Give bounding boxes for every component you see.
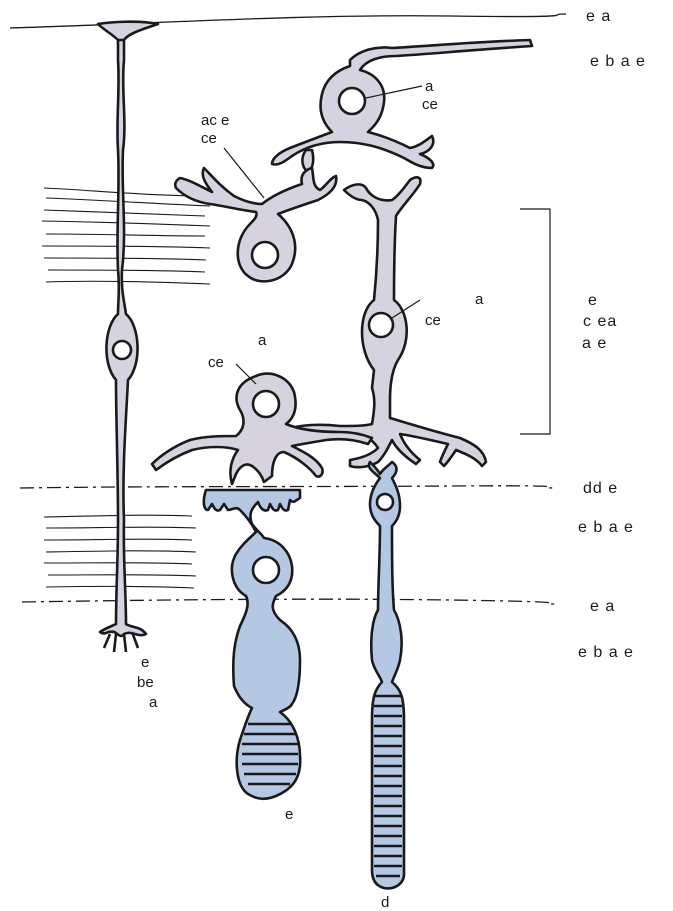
bracket-label-line-1: e xyxy=(588,292,598,309)
layer-label-4: e b a e xyxy=(578,519,634,536)
amacrine-cell-label-2: ce xyxy=(201,130,217,147)
muller-label-2: be xyxy=(137,674,154,691)
layer-label-5: e a xyxy=(590,598,615,615)
bipolar-cell-left-label-2: ce xyxy=(208,354,224,371)
amacrine-cell-label-1: ac e xyxy=(201,112,229,129)
cone-photoreceptor xyxy=(204,490,300,799)
upper-fiber-bundle xyxy=(42,188,210,284)
layer-label-3: dd e xyxy=(583,480,618,497)
layer-label-6: e b a e xyxy=(578,644,634,661)
muller-label-3: a xyxy=(149,694,158,711)
bipolar-cell-left-label-1: a xyxy=(258,332,267,349)
layer-label-1: e a xyxy=(586,8,611,25)
muller-label-1: e xyxy=(141,654,149,671)
cone-disc-stripes xyxy=(242,724,298,784)
top-ganglion-cell xyxy=(272,40,532,172)
cone-label: e xyxy=(285,806,293,823)
muller-cell xyxy=(98,22,158,652)
outer-limiting-line xyxy=(22,599,556,604)
bipolar-cell-right xyxy=(286,177,486,467)
rod-photoreceptor xyxy=(369,462,404,888)
layer-label-2: e b a e xyxy=(590,53,646,70)
bracket-label-line-2: c ea xyxy=(583,313,617,330)
inner-limiting-line xyxy=(10,14,566,28)
rod-label: d xyxy=(381,894,389,911)
top-cell-label-2: ce xyxy=(422,96,438,113)
outer-plexiform-line xyxy=(20,486,556,488)
leader-amacrine-cell xyxy=(224,148,264,198)
layer-bracket xyxy=(520,209,550,434)
top-cell-label-1: a xyxy=(425,78,434,95)
middle-cell-label-2: ce xyxy=(425,312,441,329)
amacrine-cell xyxy=(175,168,336,281)
bracket-label-line-3: a e xyxy=(582,335,607,352)
middle-cell-label-1: a xyxy=(475,291,484,308)
